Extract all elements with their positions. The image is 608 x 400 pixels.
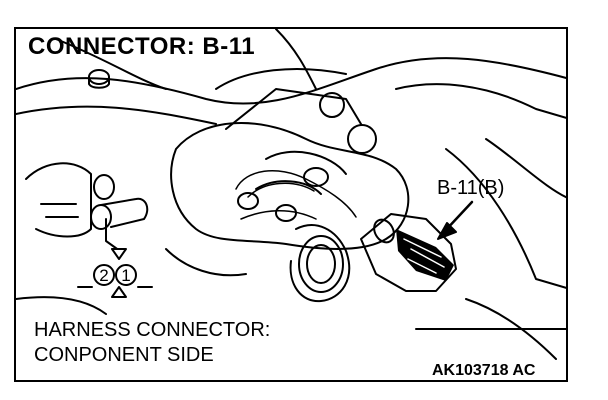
harness-caption-line-1: HARNESS CONNECTOR: [34, 319, 271, 341]
harness-caption-line-2: CONPONENT SIDE [34, 344, 214, 366]
engine-illustration [16, 29, 566, 360]
connector-callout-label: B-11(B) [437, 177, 505, 199]
diagram-frame: 2 1 CONNECTOR: B-11 B-11(B) HARNESS CONN… [14, 27, 568, 382]
figure-id: AK103718 AC [432, 362, 536, 379]
diagram-title: CONNECTOR: B-11 [28, 33, 256, 60]
connector-pin-1: 1 [115, 264, 137, 286]
connector-pin-2: 2 [93, 264, 115, 286]
